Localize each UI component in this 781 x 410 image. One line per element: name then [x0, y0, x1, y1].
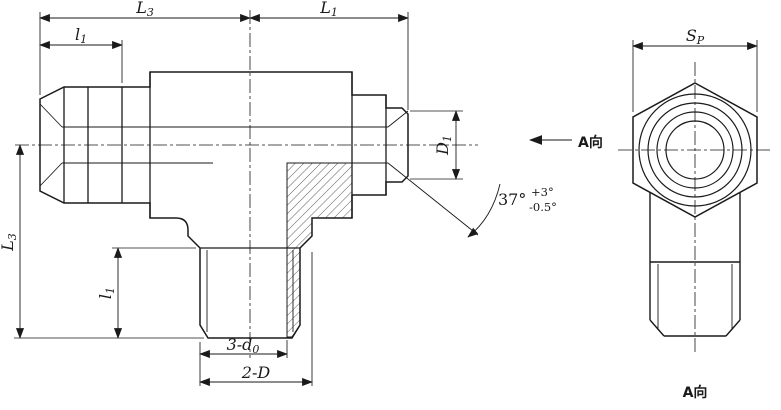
end-view-circles [638, 93, 752, 207]
tip-chamfer-left [649, 319, 665, 337]
dim-label-l1-top: l1 [75, 25, 87, 46]
angle-arc-leader [467, 183, 501, 238]
bore-circle [665, 120, 725, 180]
end-view-thread-lines [657, 264, 733, 330]
hexagon-outline [632, 82, 758, 218]
extension-lines [14, 12, 463, 386]
hex-nut [632, 82, 758, 218]
dim-label-D1: D1 [433, 135, 454, 156]
dimension-lines [15, 13, 461, 387]
main-view [14, 10, 501, 387]
dim-label-l1-left: l1 [96, 287, 117, 299]
view-direction-label: A向 [578, 134, 603, 151]
internal-lines [39, 103, 409, 332]
angle-label: 37° [498, 190, 526, 209]
dim-label-3d0: 3-d0 [227, 335, 260, 356]
angle-tolerance-minus: -0.5° [529, 200, 557, 214]
end-view-dimension [632, 40, 758, 112]
washer-face-circle [647, 102, 743, 198]
end-view-lower-body [649, 192, 741, 337]
angle-tolerance-plus: +3° [531, 185, 554, 199]
tip-chamfer-right [725, 319, 741, 337]
flare-outer-circle [656, 111, 734, 189]
end-view [618, 40, 772, 352]
angle-reference-line [407, 178, 479, 236]
structural-edges [63, 72, 387, 249]
dim-label-Sp: SP [686, 26, 705, 47]
right-seat-cone-top [387, 110, 409, 128]
end-view-title-label: A向 [683, 384, 708, 401]
chamfer-circle [638, 93, 752, 207]
centerlines [15, 10, 478, 358]
end-view-centerlines [618, 62, 772, 352]
labels: L3 L1 l1 L3 l1 D1 37° +3° -0.5° 3-d0 2-D… [0, 0, 707, 401]
dim-label-L3-top: L3 [135, 0, 154, 19]
dim-label-2D: 2-D [241, 363, 271, 382]
angle-callout [407, 178, 501, 238]
dim-label-L1-top: L1 [319, 0, 338, 19]
dim-label-L3-left: L3 [0, 233, 19, 252]
left-flare-cone-bottom [39, 162, 63, 187]
right-seat-cone-bottom [387, 162, 409, 180]
left-flare-cone-top [39, 103, 63, 128]
